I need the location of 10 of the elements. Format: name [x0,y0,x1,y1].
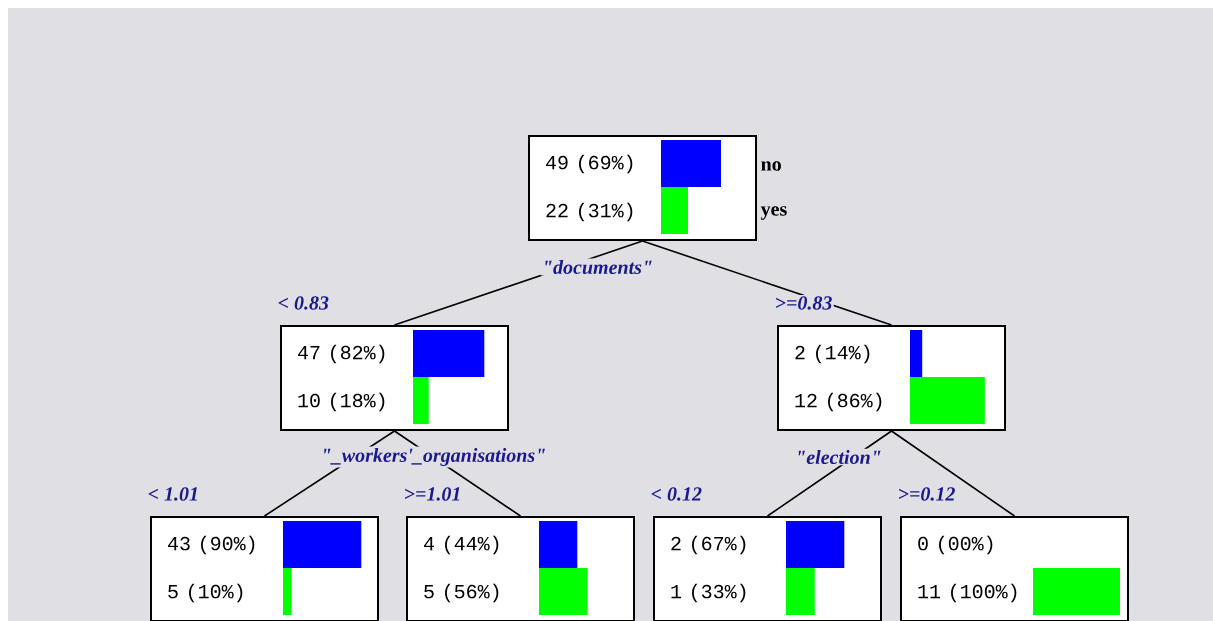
tree-node-box: 4 (44%) 5 (56%) [406,516,635,621]
tree-node-box: 49 (69%) 22 (31%) [528,135,757,241]
tree-node-box: 2 (14%) 12 (86%) [777,325,1006,431]
tree-node-box: 2 (67%) 1 (33%) [653,516,882,621]
branch-line [890,430,1016,517]
split-attribute-label: "_workers'_organisations" [319,446,548,468]
tree-node-box: 0 (00%) 11 (100%) [900,516,1129,621]
tree-node-box: 43 (90%) 5 (10%) [150,516,379,621]
tree-node-box: 47 (82%) 10 (18%) [280,325,509,431]
branch-line [641,240,893,326]
